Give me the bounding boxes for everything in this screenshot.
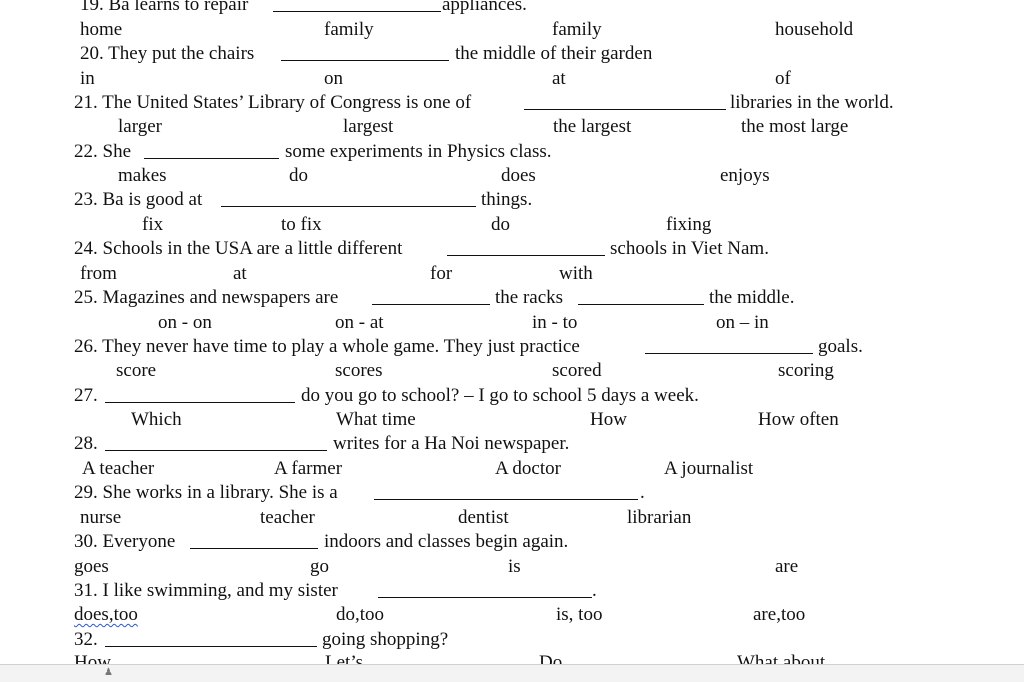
option-c: at <box>552 68 566 89</box>
option-a: makes <box>118 165 167 186</box>
option-b: A farmer <box>274 458 343 479</box>
option-c: dentist <box>458 507 509 528</box>
option-d: on – in <box>716 312 769 333</box>
option-d: are,too <box>753 604 806 625</box>
option-b: do,too <box>336 604 385 625</box>
question-text: . <box>640 482 645 503</box>
option-c: A doctor <box>495 458 561 479</box>
option-b: do <box>289 165 308 186</box>
answer-blank <box>190 548 318 549</box>
option-c: is, too <box>556 604 603 625</box>
option-b: to fix <box>281 214 322 235</box>
option-a: fix <box>142 214 164 235</box>
answer-blank <box>378 597 592 598</box>
question-text: indoors and classes begin again. <box>324 531 569 552</box>
option-b: go <box>310 556 329 577</box>
option-b: on <box>324 68 343 89</box>
question-text: schools in Viet Nam. <box>610 238 769 259</box>
option-b: on - at <box>335 312 384 333</box>
option-b: family <box>324 19 374 40</box>
question-text: 29. She works in a library. She is a <box>74 482 338 503</box>
option-c: for <box>430 263 453 284</box>
answer-blank <box>105 450 327 451</box>
option-d: with <box>559 263 593 284</box>
question-text: the middle of their garden <box>455 43 653 64</box>
option-d: fixing <box>666 214 712 235</box>
option-a: from <box>80 263 117 284</box>
answer-blank <box>372 304 490 305</box>
question-text: things. <box>481 189 533 210</box>
question-text: writes for a Ha Noi newspaper. <box>333 433 570 454</box>
question-text: the racks <box>495 287 564 308</box>
option-c: scored <box>552 360 602 381</box>
question-text: 19. Ba learns to repair <box>80 0 249 15</box>
question-text: 32. <box>74 629 98 650</box>
question-text: 20. They put the chairs <box>80 43 255 64</box>
question-text: some experiments in Physics class. <box>285 141 552 162</box>
question-text: 22. She <box>74 141 131 162</box>
option-b: at <box>233 263 247 284</box>
option-d: scoring <box>778 360 834 381</box>
question-text: 21. The United States’ Library of Congre… <box>74 92 472 113</box>
question-text: 27. <box>74 385 98 406</box>
option-d: librarian <box>627 507 692 528</box>
answer-blank <box>105 646 317 647</box>
question-text: 24. Schools in the USA are a little diff… <box>74 238 403 259</box>
option-b: scores <box>335 360 383 381</box>
option-a: nurse <box>80 507 122 528</box>
option-c: the largest <box>553 116 632 137</box>
answer-blank <box>447 255 605 256</box>
option-d: are <box>775 556 799 577</box>
option-c: family <box>552 19 602 40</box>
answer-blank <box>221 206 476 207</box>
answer-blank <box>524 109 726 110</box>
option-a: larger <box>118 116 162 137</box>
answer-blank <box>281 60 449 61</box>
question-text: 28. <box>74 433 98 454</box>
option-d: enjoys <box>720 165 770 186</box>
option-c: How <box>590 409 627 430</box>
option-d: A journalist <box>664 458 754 479</box>
question-text: the middle. <box>709 287 795 308</box>
answer-blank <box>578 304 704 305</box>
answer-blank <box>374 499 638 500</box>
question-text: 26. They never have time to play a whole… <box>74 336 580 357</box>
answer-blank <box>144 158 279 159</box>
question-text: . <box>592 580 597 601</box>
question-text: 25. Magazines and newspapers are <box>74 287 339 308</box>
option-d: How often <box>758 409 839 430</box>
option-a: in <box>80 68 95 89</box>
option-c: is <box>508 556 521 577</box>
option-d: of <box>775 68 791 89</box>
answer-blank <box>645 353 813 354</box>
option-a: A teacher <box>82 458 155 479</box>
option-b: largest <box>343 116 394 137</box>
question-text: 30. Everyone <box>74 531 176 552</box>
question-text: libraries in the world. <box>730 92 894 113</box>
question-text: going shopping? <box>322 629 449 650</box>
question-text: 31. I like swimming, and my sister <box>74 580 338 601</box>
status-bar: ♟ <box>0 664 1024 682</box>
option-c: in - to <box>532 312 578 333</box>
answer-blank <box>273 11 441 12</box>
option-a: Which <box>131 409 182 430</box>
option-a: on - on <box>158 312 212 333</box>
answer-blank <box>105 402 295 403</box>
option-a: goes <box>74 556 109 577</box>
option-d: the most large <box>741 116 849 137</box>
option-b: teacher <box>260 507 315 528</box>
option-a: does,too <box>74 604 138 625</box>
question-text: do you go to school? – I go to school 5 … <box>301 385 699 406</box>
option-d: household <box>775 19 854 40</box>
question-text: goals. <box>818 336 863 357</box>
question-text: 23. Ba is good at <box>74 189 203 210</box>
option-c: do <box>491 214 510 235</box>
option-b: What time <box>336 409 416 430</box>
option-a: home <box>80 19 123 40</box>
question-text: appliances. <box>442 0 527 15</box>
option-a: score <box>116 360 157 381</box>
accessibility-icon[interactable]: ♟ <box>104 667 113 678</box>
option-c: does <box>501 165 536 186</box>
